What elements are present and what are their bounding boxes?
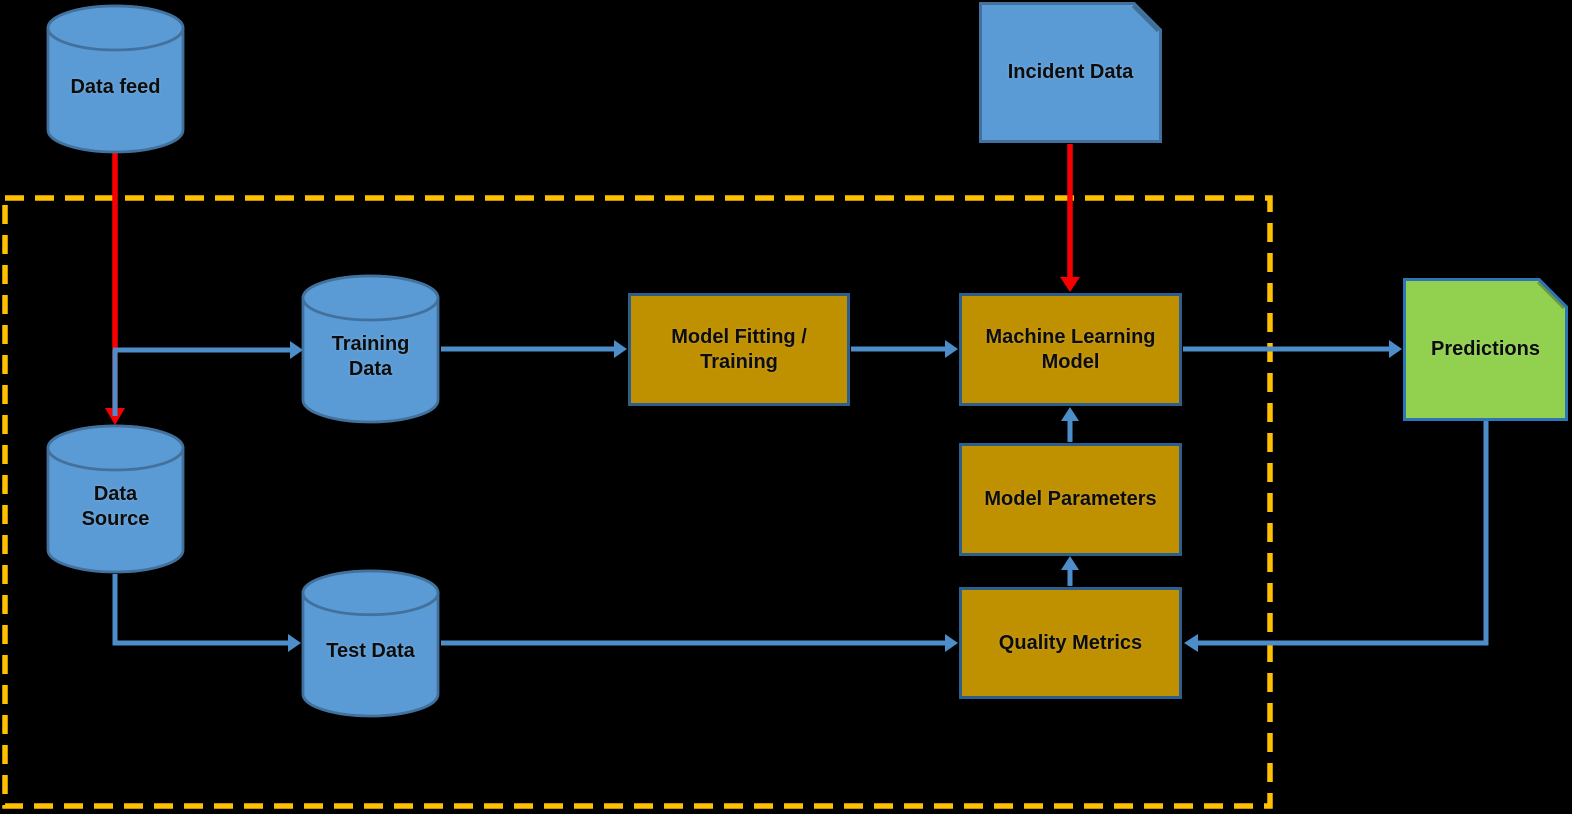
cylinder-shape [301, 569, 440, 718]
arrow-ml-model-to-predictions [1183, 340, 1402, 358]
node-label: Model Parameters [984, 488, 1157, 510]
node-label: Data feed [70, 75, 161, 98]
arrow-test-data-to-quality-metrics [441, 634, 958, 652]
node-label: Test Data [326, 640, 415, 662]
node-incident-data: Incident Data [979, 2, 1162, 143]
arrow-data-feed-to-data-source [105, 152, 125, 425]
node-label: Incident Data [1007, 61, 1134, 83]
node-label: Quality Metrics [998, 631, 1143, 654]
node-label: Model Fitting / Training [671, 325, 807, 373]
node-label: Machine Learning Model [985, 325, 1156, 373]
node-ml-model: Machine Learning Model [959, 293, 1182, 406]
arrow-data-source-to-test-data [112, 574, 301, 652]
arrow-predictions-to-quality-metrics [1184, 421, 1489, 652]
node-training-data: Training Data [301, 274, 440, 424]
node-label: Predictions [1431, 338, 1540, 360]
node-model-parameters: Model Parameters [959, 443, 1182, 556]
arrow-incident-data-to-ml-model [1060, 144, 1080, 292]
pipeline-boundary [2, 195, 1273, 809]
node-label: Data Source [81, 483, 150, 530]
cylinder-shape [46, 4, 185, 154]
arrow-model-parameters-to-ml-model [1061, 407, 1079, 442]
snipped-card-shape [979, 2, 1162, 143]
arrow-training-data-to-model-fitting [441, 340, 627, 358]
arrow-model-fitting-to-ml-model [851, 340, 958, 358]
node-model-fitting: Model Fitting / Training [628, 293, 850, 406]
node-test-data: Test Data [301, 569, 440, 718]
snipped-card-shape [1403, 278, 1568, 421]
node-data-source: Data Source [46, 424, 185, 574]
arrow-data-feed-to-training-data [113, 341, 303, 359]
node-quality-metrics: Quality Metrics [959, 587, 1182, 699]
cylinder-shape [46, 424, 185, 574]
node-data-feed: Data feed [46, 4, 185, 154]
cylinder-shape [301, 274, 440, 424]
node-predictions: Predictions [1403, 278, 1568, 421]
arrow-quality-metrics-to-model-parameters [1061, 556, 1079, 586]
node-label: Training Data [331, 333, 410, 380]
